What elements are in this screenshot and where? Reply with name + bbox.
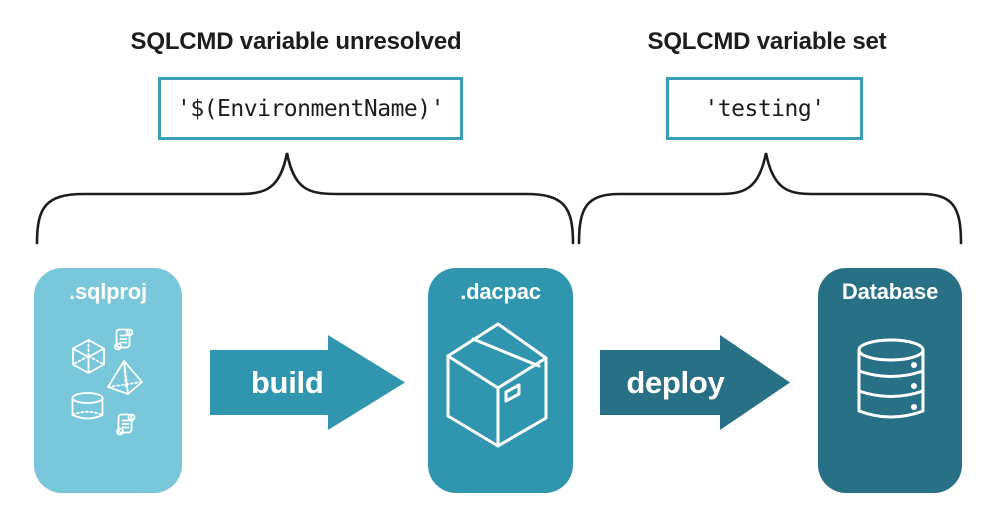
- build-arrow-shape: [210, 335, 405, 430]
- code-box-testing-value: 'testing': [666, 77, 863, 140]
- brace-right-icon: [577, 152, 963, 245]
- brace-left-icon: [35, 152, 575, 245]
- build-arrow: build: [210, 335, 405, 430]
- package-box-icon: [446, 322, 548, 448]
- code-text-environment-variable: '$(EnvironmentName)': [177, 95, 444, 122]
- deploy-arrow-label: deploy: [626, 364, 725, 400]
- sql-objects-icon: [71, 328, 143, 436]
- heading-sqlcmd-set: SQLCMD variable set: [647, 28, 887, 55]
- cylinder-icon: [71, 392, 104, 420]
- card-database-label: Database: [841, 279, 939, 304]
- card-dacpac: .dacpac: [428, 268, 573, 493]
- deploy-arrow: deploy: [600, 335, 790, 430]
- script-scroll-icon: [116, 413, 136, 436]
- code-box-environment-variable: '$(EnvironmentName)': [158, 77, 463, 140]
- card-database: Database: [818, 268, 962, 493]
- deploy-arrow-shape: [600, 335, 790, 430]
- heading-sqlcmd-unresolved: SQLCMD variable unresolved: [130, 28, 462, 55]
- database-icon: [857, 338, 925, 419]
- cube-icon: [72, 339, 105, 374]
- card-sqlproj: .sqlproj: [34, 268, 182, 493]
- script-scroll-icon: [114, 328, 134, 351]
- build-arrow-label: build: [250, 364, 324, 400]
- pyramid-icon: [107, 360, 143, 395]
- card-dacpac-label: .dacpac: [460, 279, 541, 304]
- code-text-testing-value: 'testing': [704, 95, 825, 122]
- card-sqlproj-label: .sqlproj: [69, 279, 147, 304]
